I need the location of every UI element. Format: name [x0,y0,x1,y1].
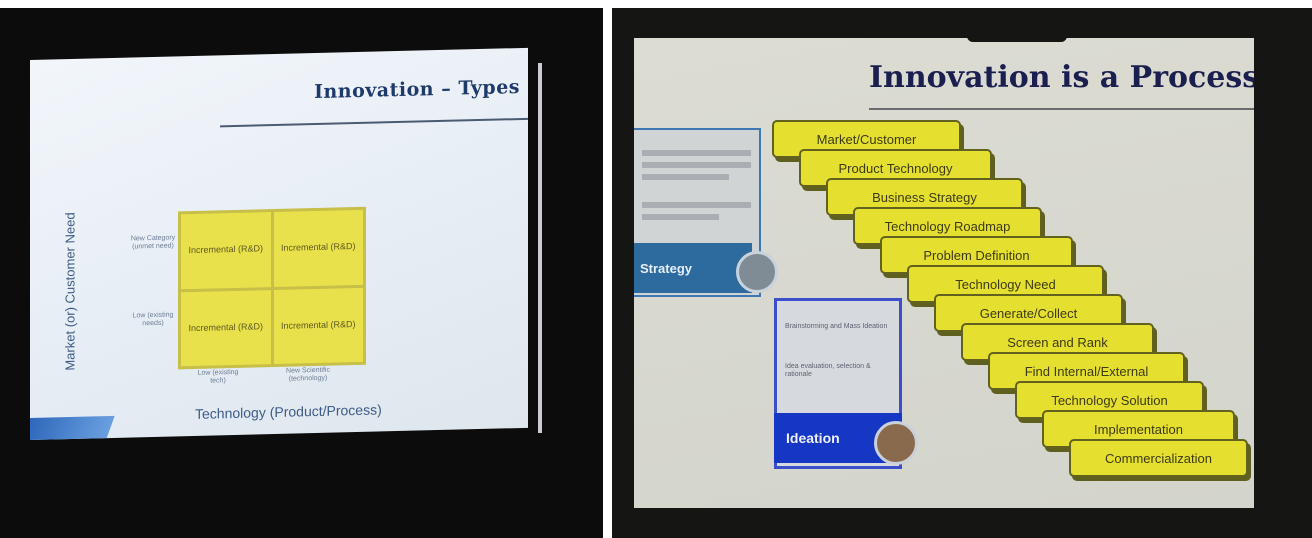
x-axis-label: Technology (Product/Process) [195,401,382,422]
strategy-icon [736,251,778,293]
innovation-matrix: Incremental (R&D) Incremental (R&D) Incr… [178,206,366,370]
x-tick-high: New Scientific (technology) [286,366,330,384]
process-step: Commercialization [1069,439,1248,477]
quadrant-bottom-left: Incremental (R&D) [181,289,271,367]
y-tick-high: New Category (unmet need) [130,234,176,251]
slide-title: Innovation is a Process [869,60,1254,95]
innovation-process-slide: Innovation is a Process Strategy Brainst… [634,38,1254,508]
ideation-bullet: Brainstorming and Mass Ideation [785,323,888,330]
quadrant-top-left: Incremental (R&D) [181,212,271,289]
quadrant-bottom-right: Incremental (R&D) [273,287,363,365]
title-rule [869,108,1254,110]
screen-notch [967,30,1067,42]
x-tick-low: Low (existing tech) [197,368,239,385]
title-rule [220,117,528,128]
left-photo-panel: Innovation – Types Market (or) Customer … [0,8,603,538]
ideation-icon [874,421,918,465]
projector-screen-edge [538,63,542,433]
innovation-types-slide: Innovation – Types Market (or) Customer … [30,47,528,441]
slide-decoration [30,415,115,441]
y-tick-low: Low (existing needs) [132,311,174,328]
y-axis-label: Market (or) Customer Need [62,212,78,371]
right-photo-panel: Innovation is a Process Strategy Brainst… [612,8,1312,538]
slide-title: Innovation – Types [314,76,520,104]
quadrant-top-right: Incremental (R&D) [273,209,363,287]
strategy-stage-label: Strategy [634,243,752,293]
process-step: Problem Definition [880,236,1073,274]
ideation-bullet: Idea evaluation, selection & rationale [785,363,871,379]
